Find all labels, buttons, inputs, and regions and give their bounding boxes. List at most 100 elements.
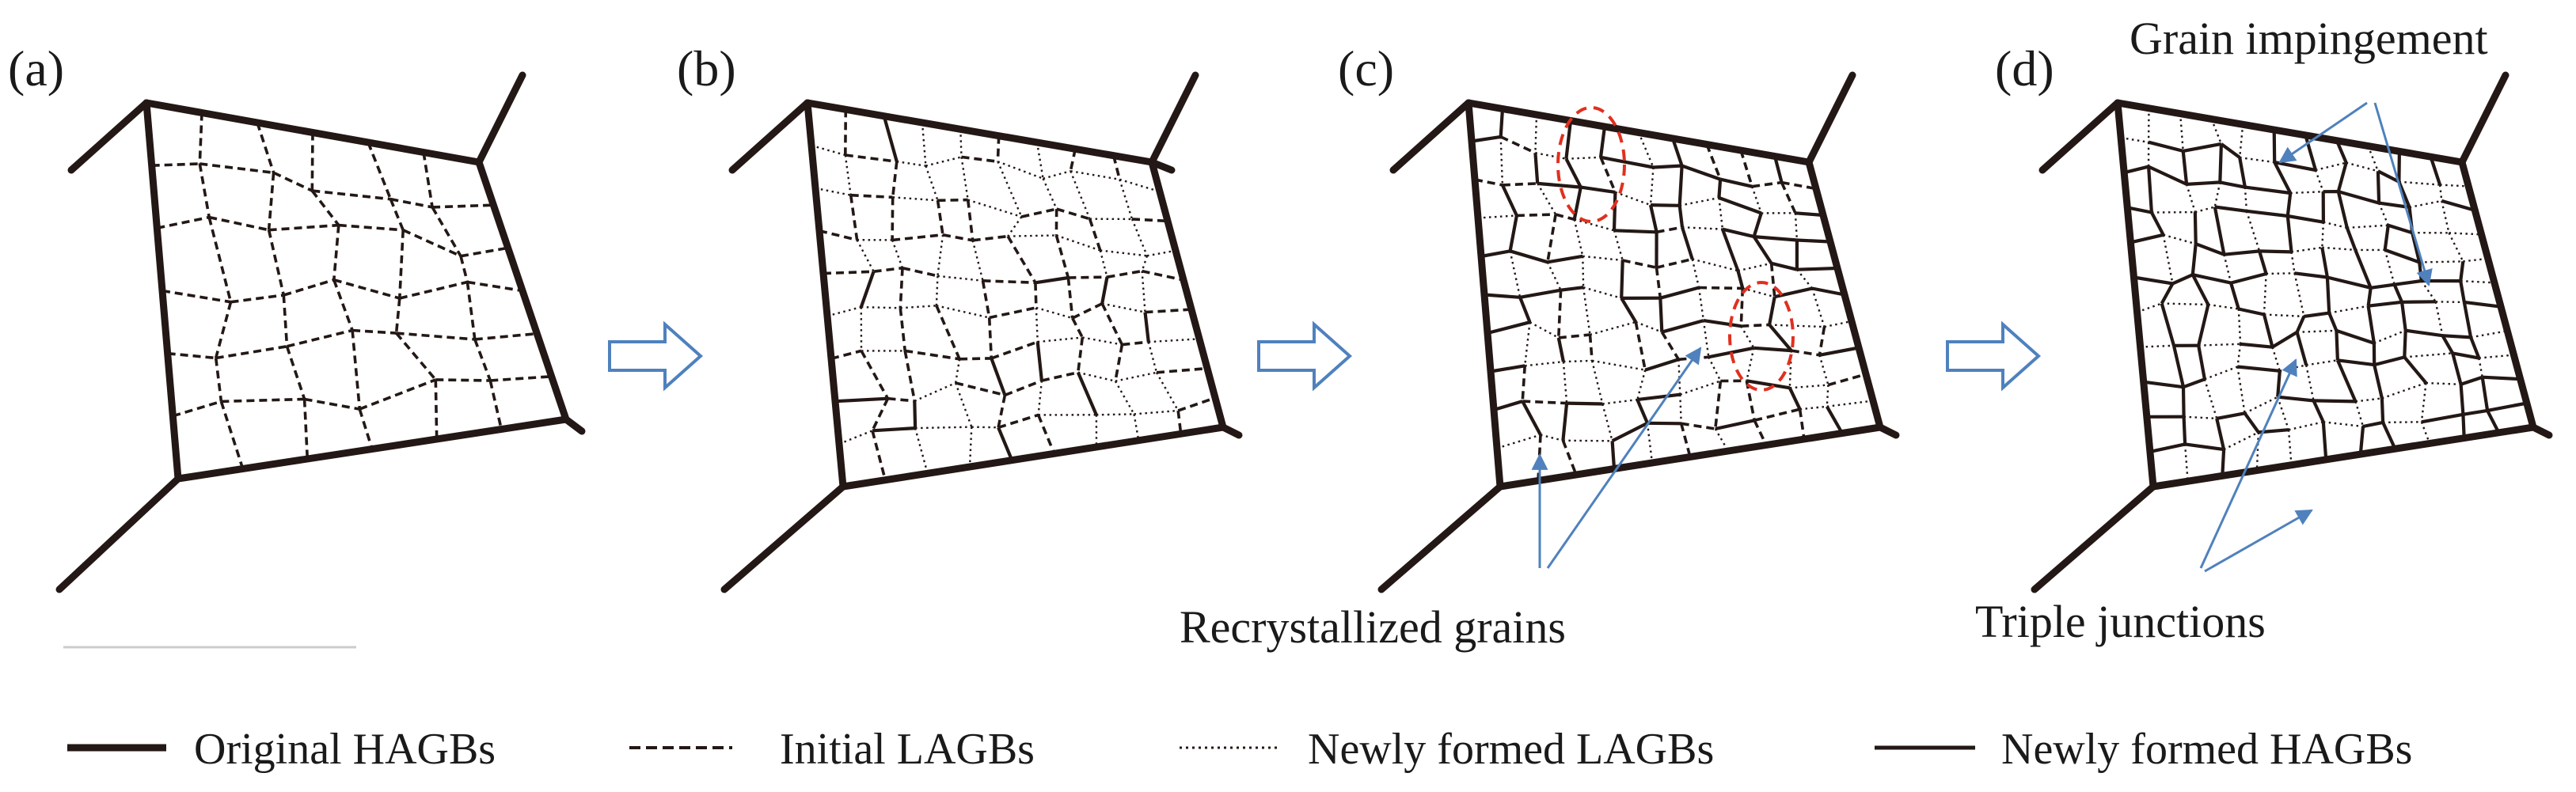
grain-boundary-low-angle xyxy=(2160,302,2176,347)
grain-boundary-low-angle xyxy=(2321,422,2328,460)
original-grain-boundary xyxy=(562,415,586,435)
grain-boundary-low-angle xyxy=(961,155,998,163)
grain-boundary-low-angle xyxy=(2295,316,2306,333)
grain-boundary-low-angle xyxy=(2403,330,2407,358)
grain-boundary-low-angle xyxy=(1100,302,1124,346)
grain-boundary-low-angle xyxy=(2354,249,2373,289)
grain-boundary-low-angle xyxy=(1096,413,1134,416)
grain-boundary-low-angle xyxy=(891,239,904,269)
grain-boundary-low-angle xyxy=(2394,279,2422,286)
grain-boundary-low-angle xyxy=(2336,162,2348,192)
grain-boundary-low-angle xyxy=(2438,184,2443,202)
grain-boundary-low-angle xyxy=(1474,178,1503,187)
grain-boundary-low-angle xyxy=(2434,301,2444,336)
grain-boundary-low-angle xyxy=(887,396,915,403)
grain-boundary-low-angle xyxy=(256,122,275,173)
grain-boundary-low-angle xyxy=(1753,407,1801,423)
grain-boundary-low-angle xyxy=(942,233,974,242)
grain-boundary-low-angle xyxy=(1540,434,1563,441)
original-grain-boundary xyxy=(1377,483,1504,593)
grain-boundary-low-angle xyxy=(1824,320,1852,328)
grain-boundary-low-angle xyxy=(1066,277,1074,319)
grain-boundary-low-angle xyxy=(937,234,944,276)
grain-boundary-low-angle xyxy=(2218,143,2223,183)
grain-boundary-low-angle xyxy=(1826,385,1829,407)
grain-boundary-low-angle xyxy=(2459,261,2465,282)
grain-boundary-low-angle xyxy=(1746,379,1791,390)
grain-boundary-low-angle xyxy=(1751,186,1762,214)
grain-boundary-low-angle xyxy=(1516,213,1556,218)
grain-boundary-low-angle xyxy=(2335,330,2339,361)
grain-boundary-low-angle xyxy=(819,229,858,241)
original-grain-boundary xyxy=(1465,99,1813,166)
grain-boundary-low-angle xyxy=(900,305,937,309)
grain-network-c xyxy=(1377,71,1900,593)
grain-boundary-low-angle xyxy=(2314,169,2324,192)
grain-boundary-low-angle xyxy=(2305,365,2315,401)
grain-boundary-low-angle xyxy=(1588,334,1594,362)
grain-boundary-low-angle xyxy=(1649,167,1655,206)
grain-boundary-low-angle xyxy=(1525,360,1564,367)
grain-boundary-low-angle xyxy=(1718,197,1724,229)
grain-boundary-low-angle xyxy=(1035,142,1044,179)
grain-boundary-low-angle xyxy=(1656,257,1693,269)
grain-boundary-low-angle xyxy=(1681,164,1721,181)
grain-boundary-low-angle xyxy=(959,357,992,361)
original-grain-boundary xyxy=(2149,423,2537,491)
original-grain-boundary xyxy=(2114,99,2157,491)
grain-boundary-low-angle xyxy=(1788,387,1802,411)
grain-boundary-low-angle xyxy=(2215,418,2226,450)
grain-boundary-low-angle xyxy=(2237,365,2281,373)
grain-boundary-low-angle xyxy=(2192,273,2232,285)
grain-boundary-low-angle xyxy=(2171,345,2186,388)
grain-boundary-low-angle xyxy=(859,271,876,308)
grain-boundary-low-angle xyxy=(1746,347,1755,381)
grain-boundary-low-angle xyxy=(1130,218,1149,256)
grain-boundary-low-angle xyxy=(2148,165,2187,186)
grain-boundary-low-angle xyxy=(1602,398,1638,405)
grain-boundary-low-angle xyxy=(872,426,916,433)
grain-boundary-low-angle xyxy=(1480,249,1510,259)
grain-boundary-low-angle xyxy=(2469,336,2481,359)
grain-boundary-low-angle xyxy=(2237,309,2242,344)
original-grain-boundary xyxy=(2031,483,2157,593)
grain-boundary-low-angle xyxy=(954,358,961,384)
grain-boundary-low-angle xyxy=(312,189,391,201)
grain-boundary-low-angle xyxy=(2380,398,2385,423)
original-grain-boundary xyxy=(1496,423,1884,491)
grain-boundary-low-angle xyxy=(2482,375,2521,381)
grain-boundary-low-angle xyxy=(2442,334,2472,339)
annotation-recrystallized-grains: Recrystallized grains xyxy=(1180,601,1566,653)
grain-boundary-low-angle xyxy=(955,381,1005,397)
grain-boundary-low-angle xyxy=(490,375,552,382)
grain-boundary-low-angle xyxy=(2463,408,2488,416)
grain-boundary-low-angle xyxy=(333,278,401,300)
grain-boundary-low-angle xyxy=(1634,321,1647,370)
grain-boundary-low-angle xyxy=(960,157,969,200)
grain-boundary-low-angle xyxy=(1827,373,1867,387)
grain-boundary-low-angle xyxy=(1100,276,1109,305)
grain-boundary-low-angle xyxy=(2306,359,2339,366)
grain-boundary-low-angle xyxy=(2459,384,2465,415)
grain-boundary-low-angle xyxy=(871,397,890,432)
grain-boundary-low-angle xyxy=(2277,395,2314,403)
grain-boundary-low-angle xyxy=(1007,216,1023,237)
grain-boundary-low-angle xyxy=(2221,449,2226,476)
grain-boundary-low-angle xyxy=(367,142,393,200)
grain-boundary-low-angle xyxy=(1509,251,1522,298)
grain-boundary-low-angle xyxy=(1613,229,1624,261)
grain-boundary-low-angle xyxy=(1035,307,1039,343)
grain-boundary-low-angle xyxy=(459,256,469,282)
grain-boundary-low-angle xyxy=(2346,161,2379,172)
grain-boundary-low-angle xyxy=(2271,331,2298,349)
original-grain-boundary xyxy=(804,99,1156,166)
grain-boundary-low-angle xyxy=(2140,344,2175,348)
grain-boundary-low-angle xyxy=(282,294,289,347)
grain-boundary-low-angle xyxy=(1582,256,1585,288)
grain-boundary-low-angle xyxy=(826,305,862,317)
grain-boundary-low-angle xyxy=(2244,187,2248,211)
grain-boundary-low-angle xyxy=(902,266,938,278)
grain-boundary-low-angle xyxy=(467,280,523,293)
panel-b: (b) xyxy=(677,40,1243,593)
grain-boundary-low-angle xyxy=(432,203,494,209)
